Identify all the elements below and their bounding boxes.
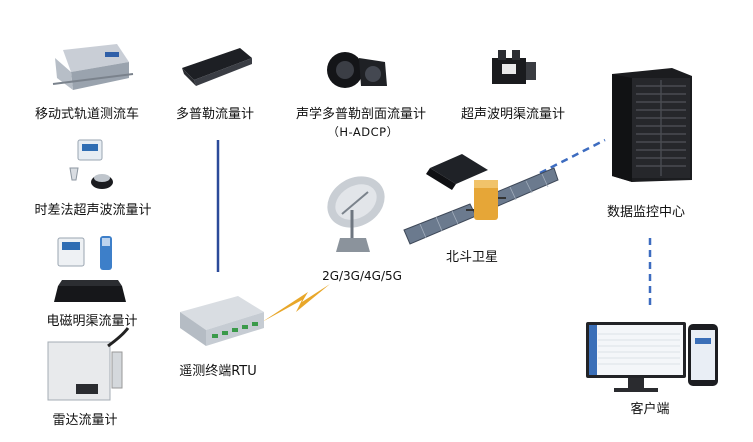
beidou-label: 北斗卫星 [445,250,498,265]
adcp-code-label: （H-ADCP） [327,125,399,139]
doppler-meter-label: 多普勒流量计 [175,107,254,122]
lightning-icon [262,284,330,322]
rtu-icon [180,296,264,346]
em-open-channel-meter-icon [54,236,126,302]
radar-meter-icon [47,327,130,401]
transit-time-meter-label: 时差法超声波流量计 [34,203,152,218]
satellite-dish-icon [327,176,385,252]
radar-meter-label: 雷达流量计 [52,413,118,428]
client-devices-icon [586,322,718,392]
beidou-satellite-icon [403,154,559,245]
open-channel-ultrasonic-label: 超声波明渠流量计 [460,107,565,122]
data-center-label: 数据监控中心 [606,205,685,220]
adcp-icon [327,52,387,88]
rail-car-label: 移动式轨道测流车 [34,107,139,122]
server-rack-icon [612,68,692,182]
rtu-label: 遥测终端RTU [179,364,257,379]
satellite-to-datacenter-link [539,138,606,175]
doppler-meter-icon [182,48,252,86]
em-open-channel-label: 电磁明渠流量计 [46,314,138,329]
open-channel-ultrasonic-icon [492,50,536,84]
transit-time-meter-icon [69,139,113,189]
client-label: 客户端 [630,402,670,417]
adcp-label: 声学多普勒剖面流量计 [295,107,426,122]
cellular-label: 2G/3G/4G/5G [322,269,402,283]
rail-car-icon [52,44,134,90]
